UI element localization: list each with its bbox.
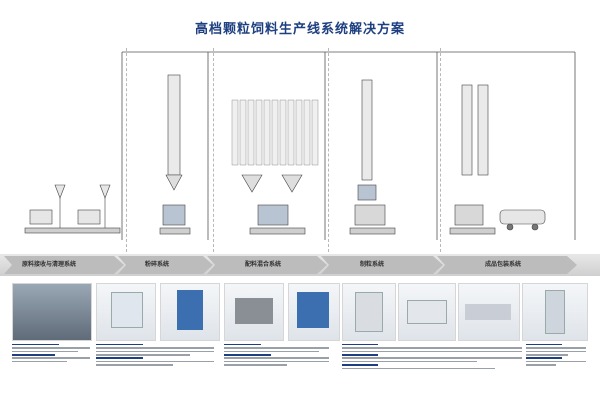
stage-label-batching: 配料混合系统 <box>245 261 282 268</box>
stage-arrow <box>4 256 124 274</box>
packing-equipment <box>449 84 546 235</box>
photo-packing-scale <box>522 283 588 341</box>
stage-separator <box>328 48 329 252</box>
stage-label-grinding: 粉碎系统 <box>145 261 170 268</box>
pelleting-equipment <box>349 79 396 235</box>
desc-packing <box>526 342 586 368</box>
photo-mixer <box>224 283 284 341</box>
desc-receiving <box>12 342 90 364</box>
stage-separator <box>213 48 214 252</box>
stage-label-packing: 成品包装系统 <box>485 261 522 268</box>
photo-grinder <box>96 283 156 341</box>
photo-pellet-mill <box>288 283 340 341</box>
desc-grinding <box>96 342 214 368</box>
stage-arrow <box>321 256 443 274</box>
process-flow-diagram <box>24 51 576 240</box>
stage-separator <box>440 48 441 252</box>
batching-bins <box>231 99 319 166</box>
stage-arrow <box>207 256 327 274</box>
photo-screener <box>458 283 520 341</box>
photo-cooler <box>342 283 396 341</box>
desc-pelleting <box>342 342 522 371</box>
photo-crumbler <box>398 283 456 341</box>
desc-batching <box>224 342 329 368</box>
stage-arrow <box>118 256 213 274</box>
photo-receiving-site <box>12 283 92 341</box>
photo-hammer-mill <box>160 283 220 341</box>
grinding-equipment <box>159 74 191 235</box>
stage-arrow <box>437 256 577 274</box>
stage-separator <box>126 48 127 252</box>
page-title: 高档颗粒饲料生产线系统解决方案 <box>194 22 405 37</box>
stage-label-pelleting: 制粒系统 <box>360 261 385 268</box>
receiving-equipment <box>24 184 121 234</box>
stage-label-receiving: 原料接收与清理系统 <box>22 261 77 268</box>
